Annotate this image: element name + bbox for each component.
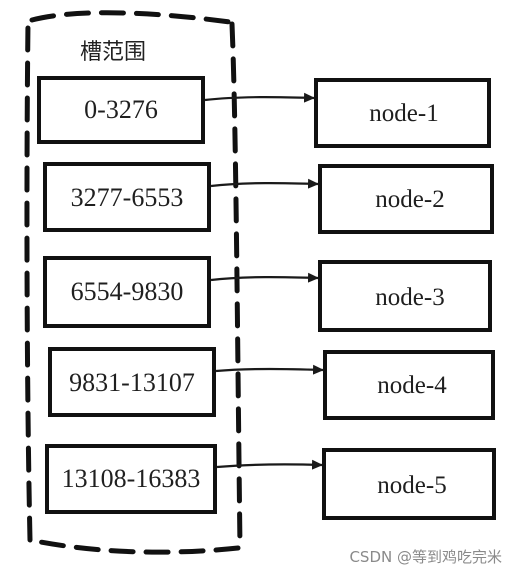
node-label: node-1: [369, 100, 438, 127]
slot-label: 0-3276: [84, 95, 158, 124]
node-label: node-5: [377, 472, 446, 499]
node-box-4: node-4: [323, 350, 495, 420]
node-label: node-4: [377, 372, 447, 399]
arrow-slot-3-to-node-3: [210, 272, 319, 283]
csdn-watermark: CSDN @等到鸡吃完米: [349, 548, 502, 566]
arrow-slot-5-to-node-5: [216, 459, 323, 470]
slot-label: 6554-9830: [71, 277, 184, 306]
slot-range-title: 槽范围: [80, 40, 146, 65]
slot-range-group-border: [24, 10, 243, 555]
node-box-5: node-5: [322, 448, 496, 520]
node-box-3: node-3: [318, 260, 492, 332]
slot-box-2: 3277-6553: [43, 162, 211, 232]
arrow-slot-2-to-node-2: [210, 178, 319, 189]
slot-box-1: 0-3276: [37, 76, 205, 144]
slot-label: 13108-16383: [62, 464, 201, 493]
node-label: node-2: [375, 186, 444, 213]
slot-label: 9831-13107: [69, 368, 195, 397]
node-box-1: node-1: [314, 78, 491, 148]
arrow-slot-4-to-node-4: [215, 364, 324, 375]
arrow-slot-1-to-node-1: [204, 92, 315, 103]
slot-label: 3277-6553: [71, 183, 184, 212]
slot-box-5: 13108-16383: [45, 444, 217, 514]
slot-box-4: 9831-13107: [48, 347, 216, 417]
node-box-2: node-2: [318, 164, 494, 234]
node-label: node-3: [375, 284, 444, 311]
slot-box-3: 6554-9830: [43, 256, 211, 328]
